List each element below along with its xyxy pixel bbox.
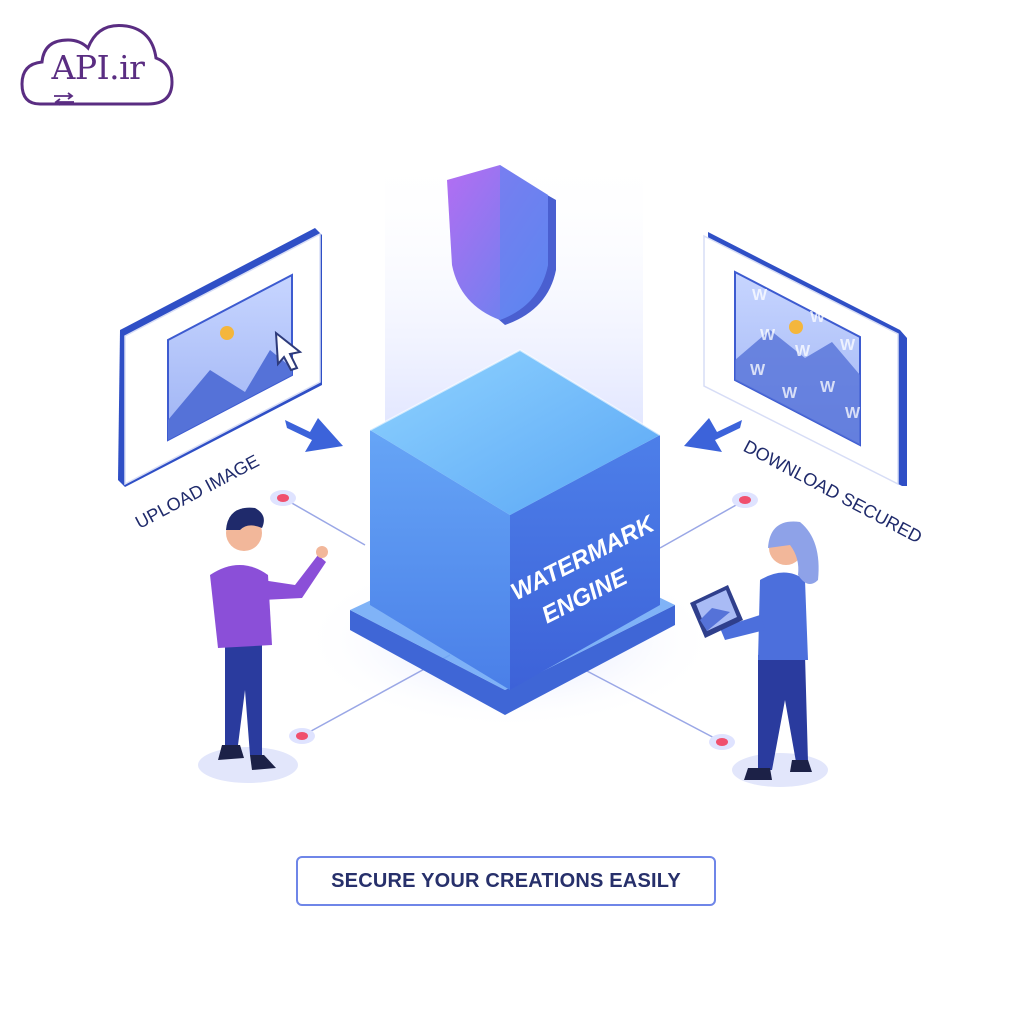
upload-image-panel — [118, 228, 322, 487]
arrow-icon — [285, 418, 343, 452]
watermark-pattern: W W W W W W W W W — [750, 287, 861, 422]
watermark-engine-cube: WATERMARK ENGINE — [350, 348, 675, 715]
person-left — [198, 507, 328, 783]
svg-text:W: W — [820, 379, 836, 396]
svg-text:W: W — [782, 385, 798, 402]
svg-text:W: W — [840, 337, 856, 354]
svg-text:W: W — [845, 405, 861, 422]
sun-icon — [789, 320, 803, 334]
connector-nodes — [270, 490, 758, 750]
logo-text: API.ir — [51, 48, 145, 87]
cursor-icon — [274, 330, 303, 372]
download-secured-panel: W W W W W W W W W — [703, 232, 907, 486]
svg-text:W: W — [750, 362, 766, 379]
arrow-icon — [684, 418, 742, 452]
person-right — [690, 521, 828, 787]
svg-text:W: W — [752, 287, 768, 304]
cloud-logo-icon — [20, 23, 174, 106]
tagline-button[interactable]: SECURE YOUR CREATIONS EASILY — [296, 856, 716, 906]
sync-arrows-icon — [54, 92, 74, 106]
svg-text:W: W — [795, 343, 811, 360]
shield-icon — [447, 165, 556, 325]
sun-icon — [220, 326, 234, 340]
brand-logo[interactable]: API.ir — [18, 18, 176, 110]
svg-text:W: W — [810, 309, 826, 326]
svg-text:W: W — [760, 327, 776, 344]
tablet-icon — [690, 585, 743, 638]
